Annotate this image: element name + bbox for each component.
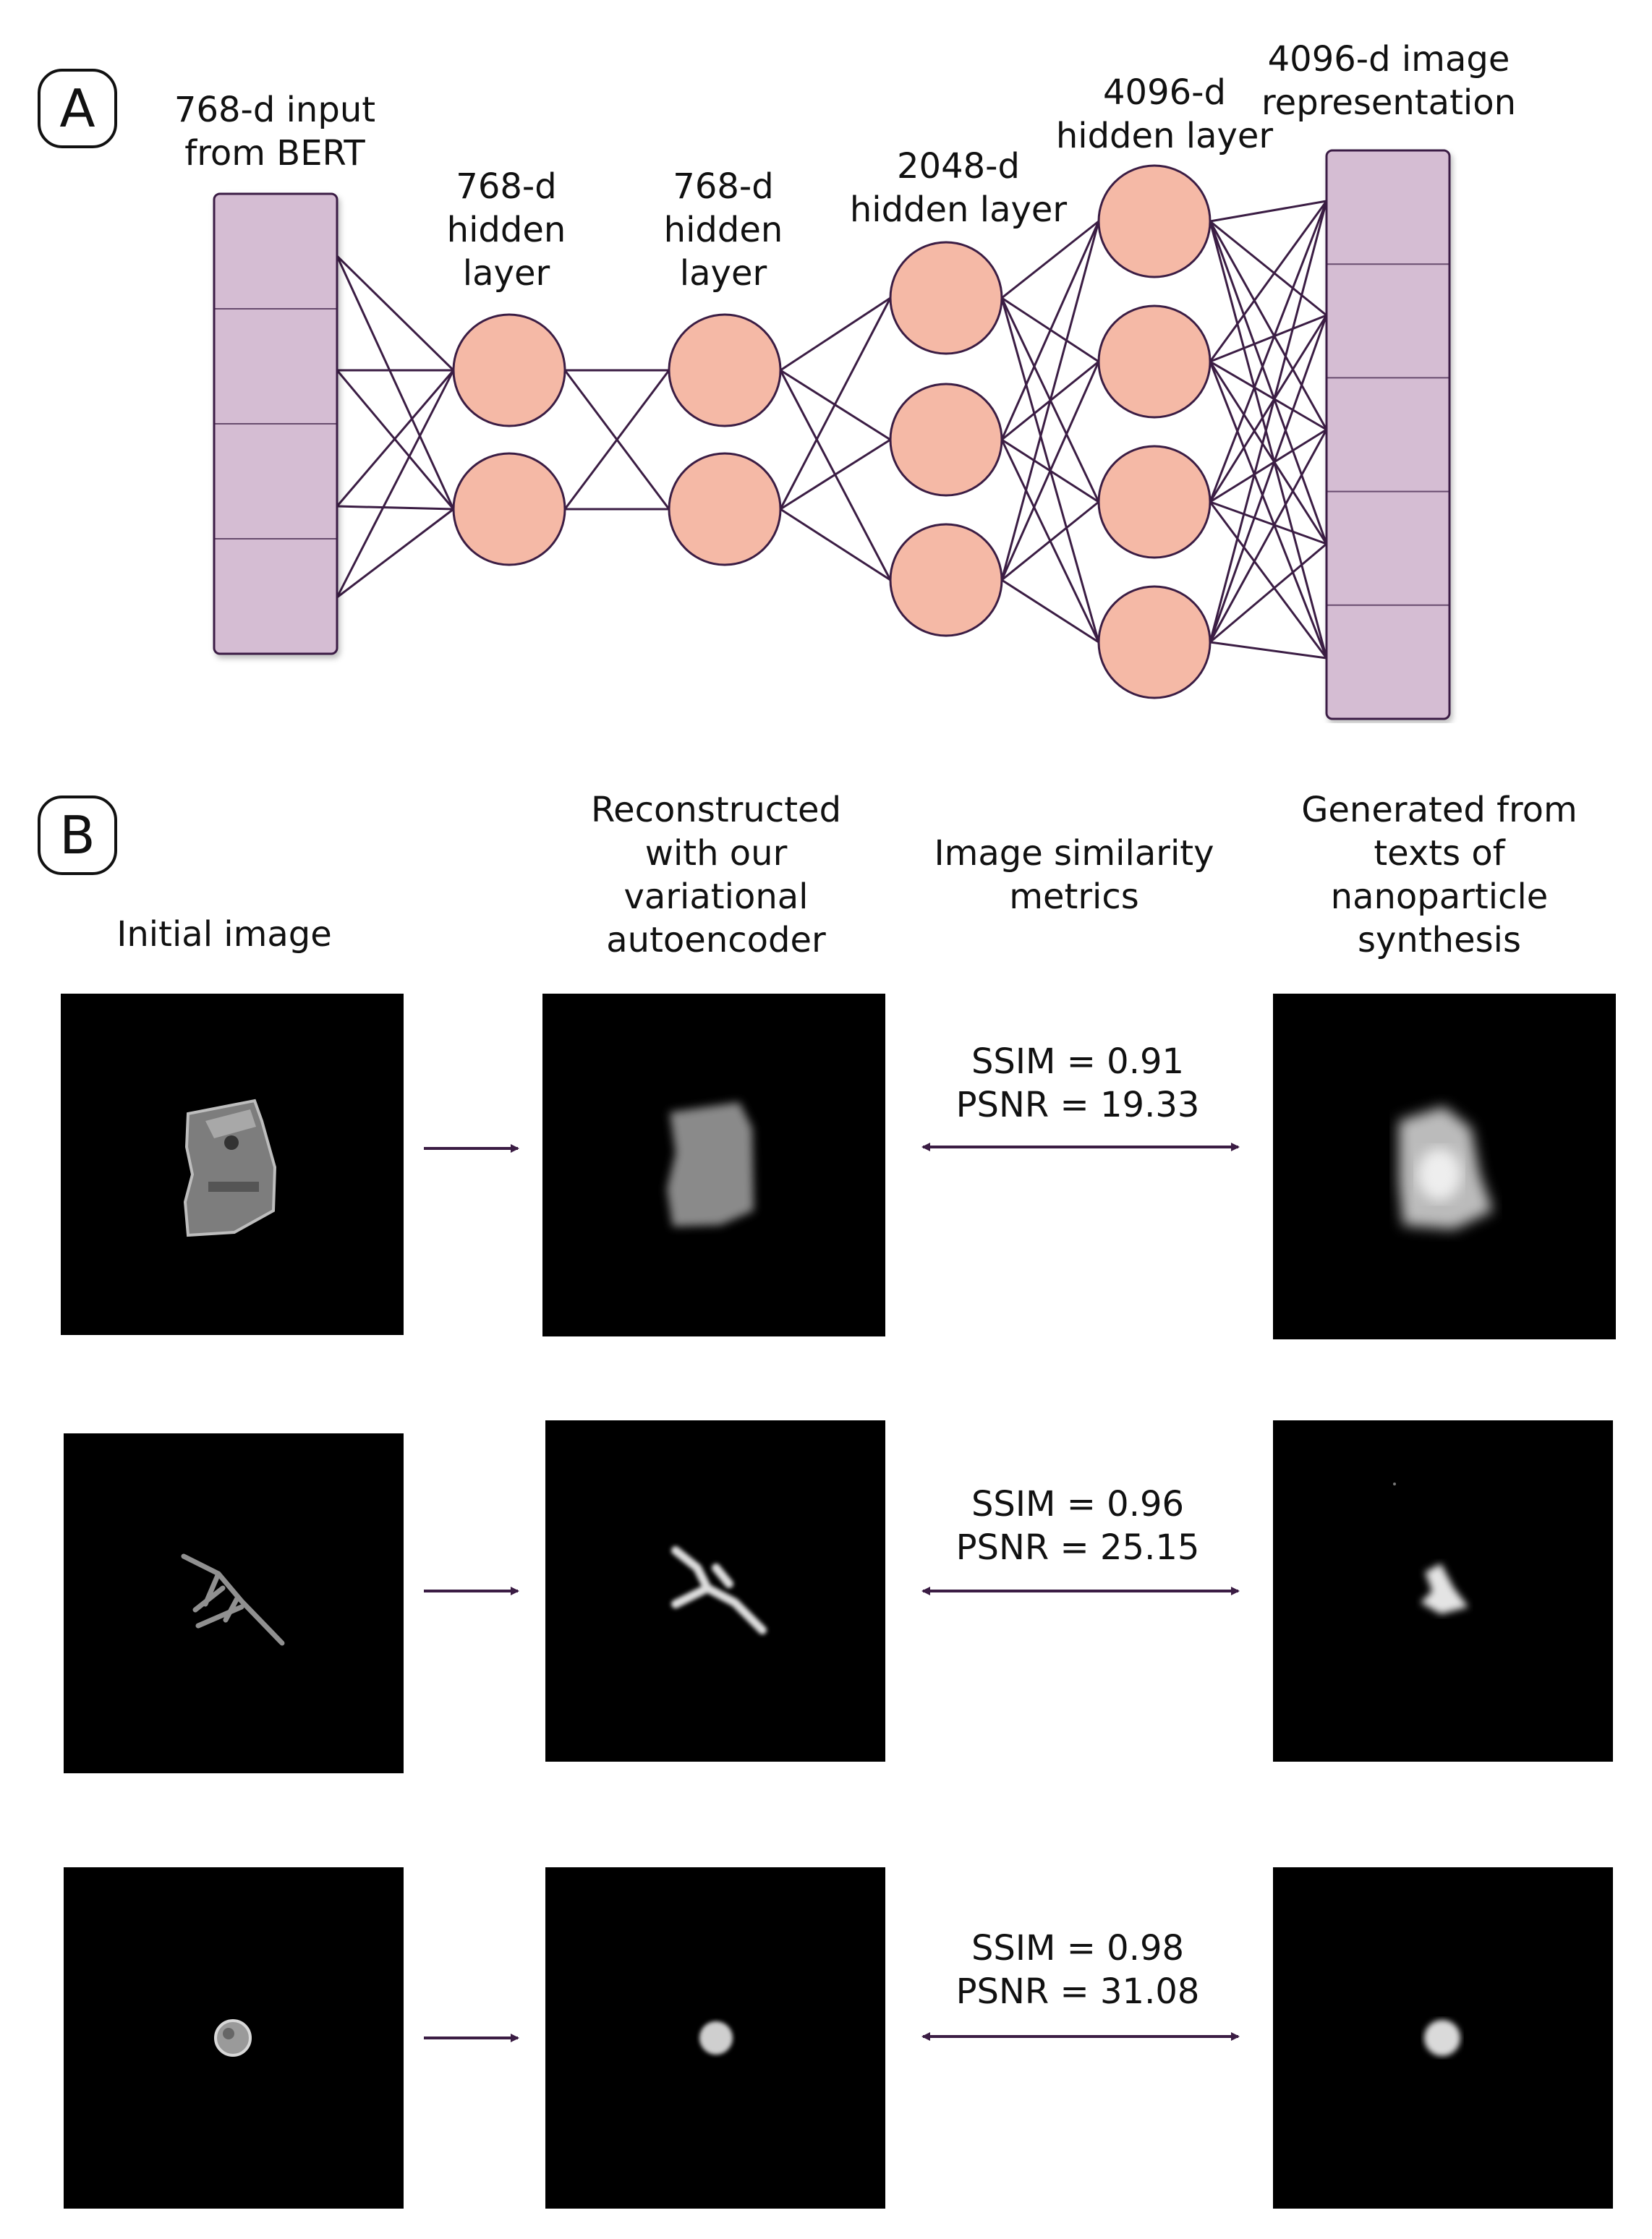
neuron-node xyxy=(889,383,1003,497)
network-edge xyxy=(780,508,891,581)
network-edge xyxy=(1001,500,1099,581)
network-edge xyxy=(1209,641,1327,660)
generated-image-1 xyxy=(1273,994,1616,1339)
generated-image-2 xyxy=(1273,1420,1613,1762)
network-edge xyxy=(779,297,892,510)
network-edge xyxy=(336,370,455,507)
hidden-layer-1-label: 768-d hidden layer xyxy=(446,166,566,294)
particle-shape xyxy=(183,1099,277,1237)
panel-a-badge: A xyxy=(38,69,117,148)
network-edge xyxy=(563,370,670,510)
output-vector xyxy=(1325,149,1451,720)
network-edge xyxy=(780,438,891,511)
initial-image-2 xyxy=(64,1433,404,1773)
network-edge xyxy=(1209,360,1327,431)
input-vector xyxy=(213,192,339,655)
network-edge xyxy=(336,255,455,372)
neuron-node xyxy=(668,452,782,566)
network-edge xyxy=(336,370,455,598)
neuron-node xyxy=(889,241,1003,355)
particle-shape xyxy=(671,1546,767,1634)
ssim-value: SSIM = 0.91 xyxy=(971,1041,1185,1082)
metric-row-3: SSIM = 0.98 PSNR = 31.08 xyxy=(919,1927,1237,2013)
network-edge xyxy=(1209,221,1328,659)
network-edge xyxy=(1209,200,1328,362)
network-edge xyxy=(1000,221,1100,440)
metric-row-1: SSIM = 0.91 PSNR = 19.33 xyxy=(919,1040,1237,1127)
network-edge xyxy=(1001,579,1099,644)
reconstructed-image-3 xyxy=(545,1867,885,2209)
hidden-layer-4-label: 4096-d hidden layer xyxy=(1055,72,1274,156)
particle-shape xyxy=(1393,1483,1468,1614)
ssim-value: SSIM = 0.98 xyxy=(971,1928,1185,1969)
hidden-layer-3-label: 2048-d hidden layer xyxy=(849,146,1068,230)
particle-shape xyxy=(1424,2020,1460,2056)
network-edge xyxy=(1209,500,1327,545)
column-title-metrics: Image similarity metrics xyxy=(934,833,1214,917)
neuron-node xyxy=(889,523,1003,637)
neuron-node xyxy=(1097,304,1212,419)
reconstructed-image-1 xyxy=(542,994,885,1336)
initial-image-1 xyxy=(61,994,404,1335)
network-edge xyxy=(1209,221,1328,545)
network-edge xyxy=(1000,361,1100,581)
network-edge xyxy=(1209,542,1327,644)
network-edge xyxy=(1209,200,1328,503)
network-edge xyxy=(1209,429,1328,643)
network-edge xyxy=(1209,315,1328,503)
generated-image-3 xyxy=(1273,1867,1613,2209)
network-edge xyxy=(336,255,455,510)
psnr-value: PSNR = 31.08 xyxy=(955,1971,1200,2012)
network-edge xyxy=(1209,315,1328,643)
network-edge xyxy=(336,508,454,599)
network-edge xyxy=(336,505,454,511)
ssim-value: SSIM = 0.96 xyxy=(971,1484,1185,1524)
network-edge xyxy=(1209,314,1327,363)
network-edge xyxy=(1209,200,1327,223)
initial-image-3 xyxy=(64,1867,404,2209)
column-title-generated: Generated from texts of nanoparticle syn… xyxy=(1301,790,1578,960)
network-edges xyxy=(336,200,1328,660)
psnr-value: PSNR = 19.33 xyxy=(955,1085,1200,1125)
network-edge xyxy=(1000,221,1100,581)
reconstructed-image-2 xyxy=(545,1420,885,1762)
neuron-node xyxy=(1097,445,1212,559)
particle-shape xyxy=(1399,1106,1493,1229)
network-edge xyxy=(1209,361,1328,545)
network-edge xyxy=(1209,501,1328,659)
network-edge xyxy=(1209,200,1328,643)
metric-row-2: SSIM = 0.96 PSNR = 25.15 xyxy=(919,1483,1237,1569)
network-diagram xyxy=(213,149,1451,720)
panel-b-badge: B xyxy=(38,796,117,875)
neuron-node xyxy=(668,313,782,427)
network-edge xyxy=(1209,220,1327,317)
network-edge xyxy=(1209,221,1328,430)
psnr-value: PSNR = 25.15 xyxy=(955,1527,1200,1568)
network-edge xyxy=(780,297,891,372)
particle-shape xyxy=(181,1553,285,1646)
input-layer-label: 768-d input from BERT xyxy=(174,90,376,174)
neuron-node xyxy=(452,313,566,427)
column-title-initial: Initial image xyxy=(116,914,332,955)
particle-shape xyxy=(699,2021,733,2055)
neuron-node xyxy=(1097,164,1212,278)
neuron-node xyxy=(452,452,566,566)
hidden-layer-2-label: 768-d hidden layer xyxy=(663,166,783,294)
network-edge xyxy=(1001,220,1099,299)
neuron-node xyxy=(1097,585,1212,699)
particle-shape xyxy=(667,1102,754,1227)
network-edge xyxy=(1209,428,1327,503)
network-edge xyxy=(1209,361,1328,659)
column-title-reconstructed: Reconstructed with our variational autoe… xyxy=(590,790,842,960)
output-layer-label: 4096-d image representation xyxy=(1261,39,1517,123)
particle-shape xyxy=(214,2019,252,2057)
